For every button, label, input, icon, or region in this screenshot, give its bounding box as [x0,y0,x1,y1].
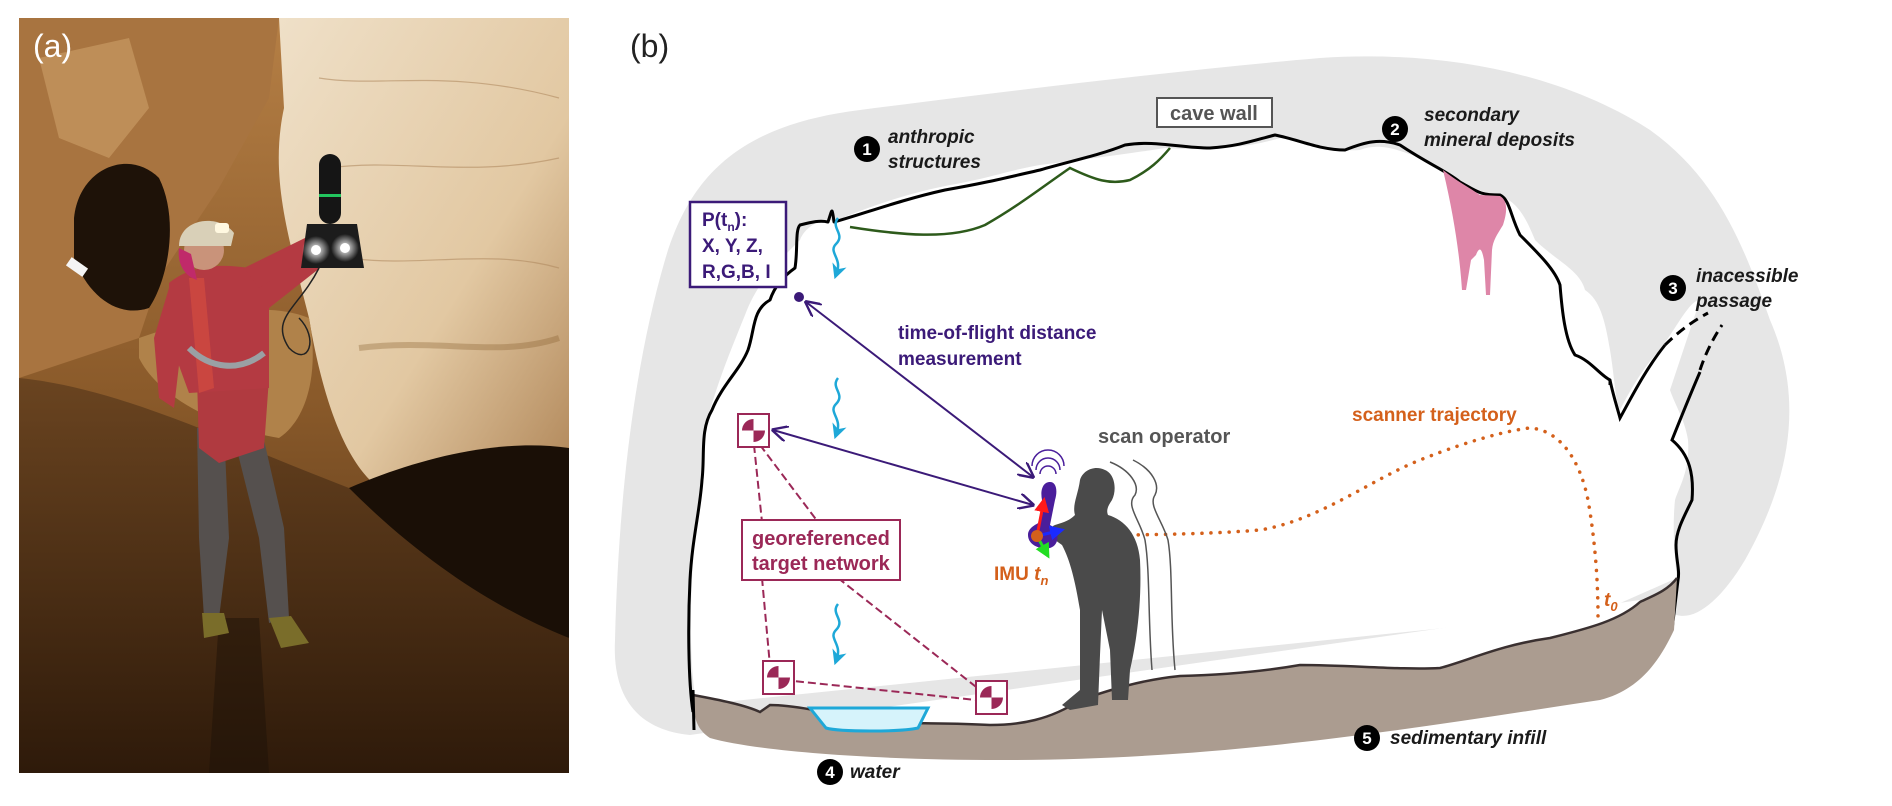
cave-wall-right-lobe [1608,344,1667,423]
cave-wall-right-lower [1670,371,1702,631]
sedimentary-infill [693,578,1677,760]
feature-3: 3 inacessible passage [1660,266,1799,312]
trajectory-label: scanner trajectory [1352,405,1517,426]
imu-sub: n [1040,573,1048,588]
point-label-suffix: ): [735,210,748,231]
passage-dashed-lower [1698,324,1724,371]
point-label-sub: n [727,220,734,234]
passage-dashed-upper [1663,311,1709,347]
svg-text:IMU tn: IMU tn [994,564,1048,588]
feature-1-number: 1 [862,140,871,159]
mineral-deposit [1443,170,1507,295]
feature-5: 5 sedimentary infill [1354,725,1547,751]
survey-target-upper [737,413,770,448]
feature-3-line2: passage [1695,291,1772,312]
cave-interior [690,138,1700,705]
target-network-line1: georeferenced [752,528,890,550]
tof-ray-to-target [773,430,1033,505]
drip-arrow [832,603,847,666]
imu-label: IMU [994,564,1034,585]
cave-photograph [19,18,569,773]
point-attributes-box: P(tn): X, Y, Z, R,G,B, I [688,200,788,289]
cave-wall-outline [687,133,1612,713]
measured-point [794,292,804,302]
feature-1-line2: structures [888,152,981,173]
feature-1-line1: anthropic [888,127,975,148]
feature-1: 1 anthropic structures [854,127,981,173]
feature-3-line1: inacessible [1696,266,1799,287]
cave-wall-text: cave wall [1170,103,1258,125]
point-coords: X, Y, Z, [702,236,763,257]
feature-3-number: 3 [1668,279,1677,298]
feature-5-number: 5 [1362,729,1371,748]
tof-label-line1: time-of-flight distance [898,323,1096,344]
target-network-label: georeferenced target network [741,519,901,581]
svg-text:t0: t0 [1604,590,1618,614]
feature-4-number: 4 [825,763,835,782]
target-network-line2: target network [752,553,891,575]
trajectory-start-var: t [1604,590,1611,611]
feature-2: 2 secondary mineral deposits [1382,105,1575,151]
survey-target-lower-left [762,660,795,695]
feature-5-line1: sedimentary infill [1390,728,1547,749]
feature-4: 4 water [817,759,901,785]
feature-2-number: 2 [1390,120,1399,139]
drip-arrow [832,217,847,280]
feature-2-line1: secondary [1424,105,1520,126]
imu-var: t [1034,564,1041,585]
scan-operator-silhouette [1050,468,1141,710]
feature-2-line2: mineral deposits [1424,130,1575,151]
survey-target-lower-right [975,680,1008,715]
svg-text:P(tn):: P(tn): [702,210,747,234]
operator-motion-lines [1109,459,1176,671]
imu-axis-x [1034,497,1050,537]
trajectory-start-sub: 0 [1610,599,1618,614]
water-pool [806,706,931,733]
panel-label-b: (b) [630,28,670,64]
panel-label-a: (a) [33,28,73,64]
feature-4-line1: water [850,762,901,783]
cave-wall-label: cave wall [1156,97,1273,128]
scan-operator-label: scan operator [1098,426,1230,448]
cave-wall-left-bottom [691,689,696,731]
photo-illustration [19,18,569,773]
point-color-intensity: R,G,B, I [702,262,771,283]
imu-origin [1031,530,1043,542]
tof-label-line2: measurement [898,349,1022,370]
anthropic-structure [849,147,1171,236]
point-label-prefix: P(t [702,210,728,231]
